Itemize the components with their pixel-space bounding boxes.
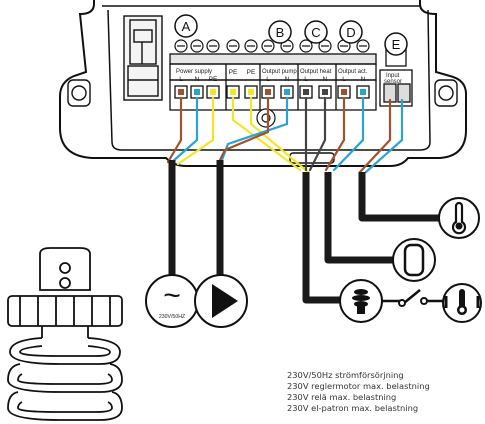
terminal-pin-contact [194,89,200,95]
terminal-d-label: D [346,25,355,40]
terminal-pin-contact [341,89,347,95]
cables [168,160,444,304]
terminal-pin-contact [210,89,216,95]
wire-blue-sensor [364,98,404,174]
wires [166,96,404,174]
power-rating: 230V/50HZ [159,314,185,320]
bulb-heater-icon [352,289,370,314]
wire-blue-power [170,96,199,164]
label-output-heat: Output heat [300,69,332,75]
pin-label-n1: N [195,76,200,83]
pin-label-l3: L [304,76,308,83]
note-actuator-load: 230V reglermotor max. belastning [287,381,430,391]
load-notes: 230V/50Hz strömförsörjning 230V reglermo… [287,370,482,414]
cable-heat [302,172,350,304]
wire-brown-power [166,96,183,164]
pin-letter-labels: L N PE PE PE L N L N L N [179,69,365,83]
terminal-pin-contact [248,89,254,95]
cable-act [324,172,396,264]
terminal-b-label: B [276,25,285,40]
note-heater-load: 230V el-patron max. belastning [287,403,419,413]
terminal-pins [174,85,370,99]
label-output-pump: Output pump [262,69,297,75]
terminal-e: E [384,32,408,56]
terminal-c: C [304,20,328,44]
terminal-pin-contact [178,89,184,95]
sensor-symbol [438,197,480,239]
wire-brown-pump [218,96,270,162]
label-input-sensor-1: Input [386,73,400,79]
pin-label-n4: N [361,76,366,83]
terminal-a-label: A [182,19,191,34]
heater-symbol [339,279,444,323]
pin-label-n3: N [323,76,328,83]
group-labels: Power supply Output pump Output heat Out… [176,69,402,85]
wire-yellow-pe2 [231,96,302,172]
label-input-sensor-2: sensor [384,79,402,85]
terminal-pin-contact [322,89,328,95]
terminal-screws [174,39,370,53]
pin-label-pe1: PE [209,76,218,83]
terminal-pin-contact [265,89,271,95]
terminal-block [169,53,377,111]
controller-housing [59,0,467,167]
cable-gland [256,108,276,128]
pin-label-n2: N [285,76,290,83]
pin-label-pe2: PE [229,69,238,76]
wire-brown-sensor [358,98,392,174]
pin-label-l4: L [342,76,346,83]
terminal-pin-contact [360,89,366,95]
pin-label-pe3: PE [247,69,256,76]
play-pump-icon [212,284,238,318]
terminal-pin-contact [230,89,236,95]
label-output-act: Output act. [338,69,368,75]
cable-sensor [358,172,444,222]
terminal-a: A [174,14,198,38]
heating-element-icon [7,247,123,421]
thermostat-icon [457,289,467,315]
note-power-supply: 230V/50Hz strömförsörjning [287,370,404,380]
terminal-e-label: E [392,37,401,52]
note-relay-load: 230V relä max. belastning [287,392,397,402]
terminal-letters: A B C D E [174,14,408,56]
fuse-holder [123,15,163,101]
pump-symbol [194,274,248,328]
terminal-pin-contact [303,89,309,95]
label-power-supply: Power supply [176,69,212,75]
terminal-d: D [339,20,363,44]
wire-brown-act [324,96,346,172]
terminal-c-label: C [311,25,320,40]
pin-label-l1: L [179,76,183,83]
power-symbol: ~ 230V/50HZ [145,274,199,328]
actuator-symbol [392,238,436,282]
thermostat-symbol [442,283,482,323]
thermometer-icon [451,201,467,235]
terminal-pin-contact [284,89,290,95]
wire-heat-n [308,96,327,172]
wire-yellow-pe3 [249,96,310,174]
actuator-icon [403,243,425,277]
pin-label-l2: L [266,76,270,83]
tilde-power-icon: ~ [163,279,181,312]
wire-yellow-pe1 [176,96,215,166]
terminal-b: B [268,20,292,44]
wire-blue-act [332,96,365,172]
